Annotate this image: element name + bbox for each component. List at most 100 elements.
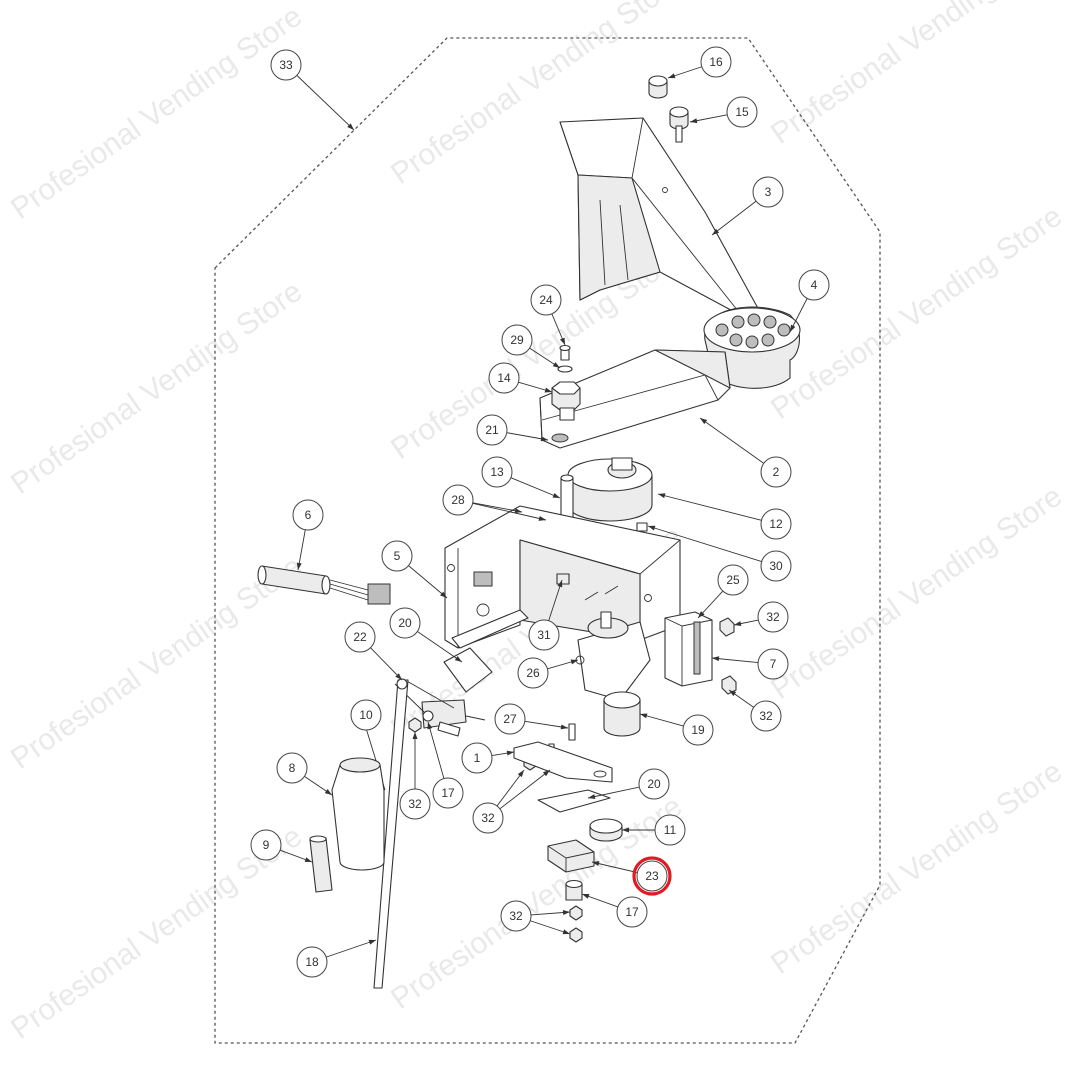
part-11-cap [589,818,623,842]
callout-bubble [752,176,784,208]
leader-arrow-c15 [690,118,698,124]
leader-line-c22 [370,647,403,681]
callout-c33[interactable]: 33 [270,49,302,81]
leader-line-c20b [587,786,640,799]
callout-c6[interactable]: 6 [292,499,324,531]
leader-arrow-c8 [324,789,332,795]
callout-c8[interactable]: 8 [276,752,308,784]
watermark-text: Profesional Vending Store [5,0,308,226]
callout-c31[interactable]: 31 [528,619,560,651]
leader-arrow-c19 [640,713,648,719]
callout-c20a[interactable]: 20 [389,607,421,639]
callout-c12[interactable]: 12 [760,508,792,540]
callout-c7[interactable]: 7 [757,648,789,680]
callout-c11[interactable]: 11 [654,814,686,846]
leader-arrow-c5 [440,591,447,598]
leader-arrow-c32a [734,621,742,627]
leader-arrow-c28 [514,508,522,514]
part-4-disc [703,306,801,389]
callout-label: 6 [305,508,312,522]
callout-c32e[interactable]: 32 [500,900,532,932]
callout-c1[interactable]: 1 [461,742,493,774]
callout-c5[interactable]: 5 [381,540,413,572]
callout-label: 19 [691,723,705,737]
callout-label: 18 [305,955,319,969]
callout-label: 17 [441,786,455,800]
callout-label: 5 [394,549,401,563]
callout-c23[interactable]: 23 [636,860,668,892]
callout-bubble [292,499,324,531]
callout-bubble [757,601,789,633]
leader-arrow-c24 [559,337,565,345]
leader-arrow-c32e [562,910,570,916]
part-20-plate-b [537,789,611,813]
callout-c19[interactable]: 19 [682,714,714,746]
callout-label: 1 [474,751,481,765]
leader-arrow-c28 [538,516,546,521]
callout-c25[interactable]: 25 [717,564,749,596]
leader-arrow-c18 [368,939,376,945]
callout-c27[interactable]: 27 [494,703,526,735]
watermark-text: Profesional Vending Store [765,0,1068,151]
callout-c28[interactable]: 28 [442,484,474,516]
callout-c3[interactable]: 3 [752,176,784,208]
callout-bubble [389,607,421,639]
callout-c32a[interactable]: 32 [757,601,789,633]
callout-label: 23 [645,869,659,883]
callout-c20b[interactable]: 20 [638,768,670,800]
callout-c13[interactable]: 13 [481,456,513,488]
callout-label: 25 [726,573,740,587]
callout-bubble [399,788,431,820]
callout-bubble [488,362,520,394]
callout-label: 26 [526,666,540,680]
callout-c2[interactable]: 2 [760,456,792,488]
part-15-screw [669,106,689,143]
callout-c14[interactable]: 14 [488,362,520,394]
callout-bubble [530,284,562,316]
callout-c18[interactable]: 18 [296,946,328,978]
callout-c9[interactable]: 9 [250,829,282,861]
part-3-chute [559,117,761,317]
leader-line-c31 [548,579,563,621]
leader-arrow-c22 [395,673,402,680]
part-14-hex-nut [551,381,581,421]
part-19-motor [575,611,651,737]
callout-c22[interactable]: 22 [344,621,376,653]
callout-label: 30 [769,559,783,573]
callout-c10[interactable]: 10 [350,699,382,731]
callout-c4[interactable]: 4 [798,269,830,301]
leader-line-c20a [417,631,463,663]
leader-arrow-c4 [790,324,796,332]
callout-bubble [472,802,504,834]
callout-c32d[interactable]: 32 [399,788,431,820]
callout-c21[interactable]: 21 [476,414,508,446]
callout-bubble [517,657,549,689]
part-17-bushing [565,879,583,901]
callout-label: 7 [770,657,777,671]
callout-bubble [636,860,668,892]
callout-c29[interactable]: 29 [501,324,533,356]
leader-line-c18 [326,939,377,958]
part-30-nut [636,522,648,532]
callout-label: 32 [481,811,495,825]
callout-c17a[interactable]: 17 [432,777,464,809]
callout-label: 32 [759,709,773,723]
callout-c26[interactable]: 26 [517,657,549,689]
callout-c24[interactable]: 24 [530,284,562,316]
callout-bubble [501,324,533,356]
leader-arrow-c32d [412,732,418,739]
callout-label: 28 [451,493,465,507]
callout-c15[interactable]: 15 [726,96,758,128]
watermark-text: Profesional Vending Store [5,275,308,501]
callout-bubble [528,619,560,651]
callout-c32c[interactable]: 32 [472,802,504,834]
callout-c16[interactable]: 16 [700,46,732,78]
leader-line-c2 [699,417,765,464]
callout-bubble [276,752,308,784]
callout-bubble [682,714,714,746]
callout-c32b[interactable]: 32 [750,700,782,732]
callout-c17b[interactable]: 17 [616,896,648,928]
leader-arrow-c33 [347,123,354,130]
callout-c30[interactable]: 30 [760,550,792,582]
